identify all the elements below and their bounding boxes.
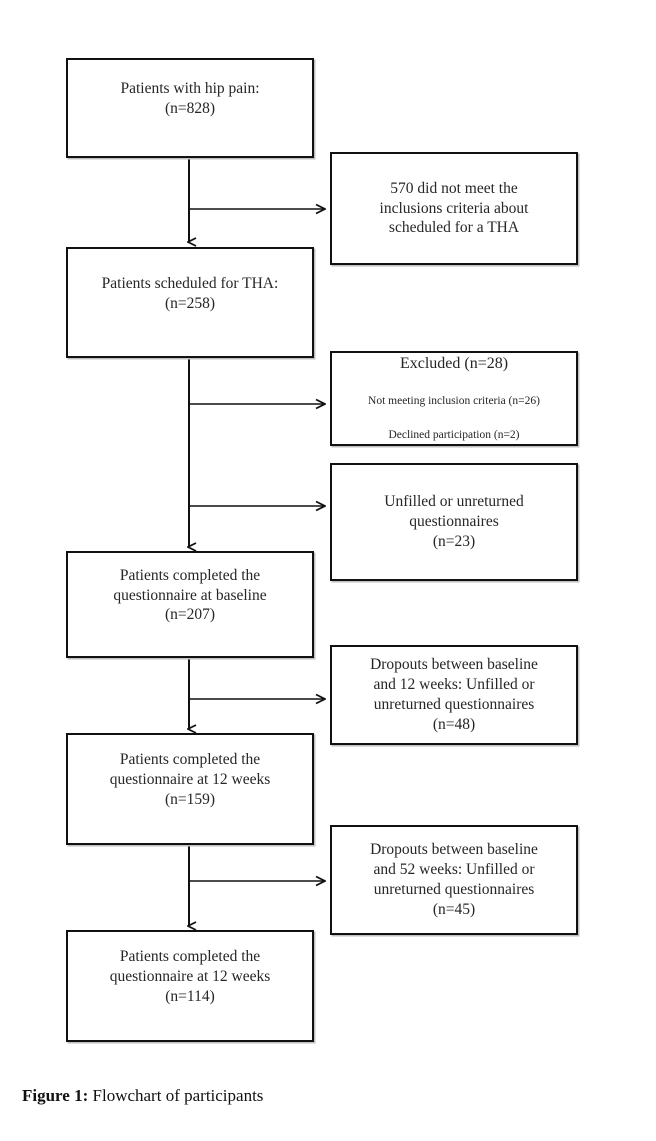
node-unfilled-baseline: Unfilled or unreturned questionnaires (n… bbox=[330, 463, 578, 581]
node-completed-baseline-text: Patients completed the questionnaire at … bbox=[113, 566, 267, 624]
node-completed-12-weeks-text: Patients completed the questionnaire at … bbox=[109, 751, 271, 808]
node-patients-with-hip-pain: Patients with hip pain: (n=828) bbox=[66, 58, 314, 158]
figure-caption-label: Figure 1: bbox=[22, 1086, 89, 1105]
node-completed-final: Patients completed the questionnaire at … bbox=[66, 930, 314, 1042]
figure-caption-text: Flowchart of participants bbox=[88, 1086, 264, 1105]
figure-caption: Figure 1: Flowchart of participants bbox=[22, 1086, 263, 1106]
node-patients-scheduled-for-tha-text: Patients scheduled for THA: (n=258) bbox=[101, 274, 279, 312]
node-dropouts-12-weeks-text: Dropouts between baseline and 12 weeks: … bbox=[370, 656, 538, 733]
node-dropouts-52-weeks: Dropouts between baseline and 52 weeks: … bbox=[330, 825, 578, 935]
node-excluded-subline-1: Not meeting inclusion criteria (n=26) bbox=[368, 394, 540, 407]
node-patients-with-hip-pain-text: Patients with hip pain: (n=828) bbox=[120, 80, 260, 117]
node-excluded: Excluded (n=28) Not meeting inclusion cr… bbox=[330, 351, 578, 446]
node-unfilled-baseline-text: Unfilled or unreturned questionnaires (n… bbox=[384, 493, 524, 550]
node-not-meeting-inclusion: 570 did not meet the inclusions criteria… bbox=[330, 152, 578, 265]
node-dropouts-12-weeks: Dropouts between baseline and 12 weeks: … bbox=[330, 645, 578, 745]
node-dropouts-52-weeks-text: Dropouts between baseline and 52 weeks: … bbox=[370, 841, 538, 918]
node-completed-baseline: Patients completed the questionnaire at … bbox=[66, 551, 314, 658]
node-completed-final-text: Patients completed the questionnaire at … bbox=[109, 948, 271, 1005]
node-patients-scheduled-for-tha: Patients scheduled for THA: (n=258) bbox=[66, 247, 314, 358]
node-not-meeting-inclusion-text: 570 did not meet the inclusions criteria… bbox=[379, 179, 529, 237]
node-completed-12-weeks: Patients completed the questionnaire at … bbox=[66, 733, 314, 845]
node-excluded-subline-2: Declined participation (n=2) bbox=[388, 429, 520, 442]
node-excluded-title: Excluded (n=28) bbox=[399, 354, 509, 372]
